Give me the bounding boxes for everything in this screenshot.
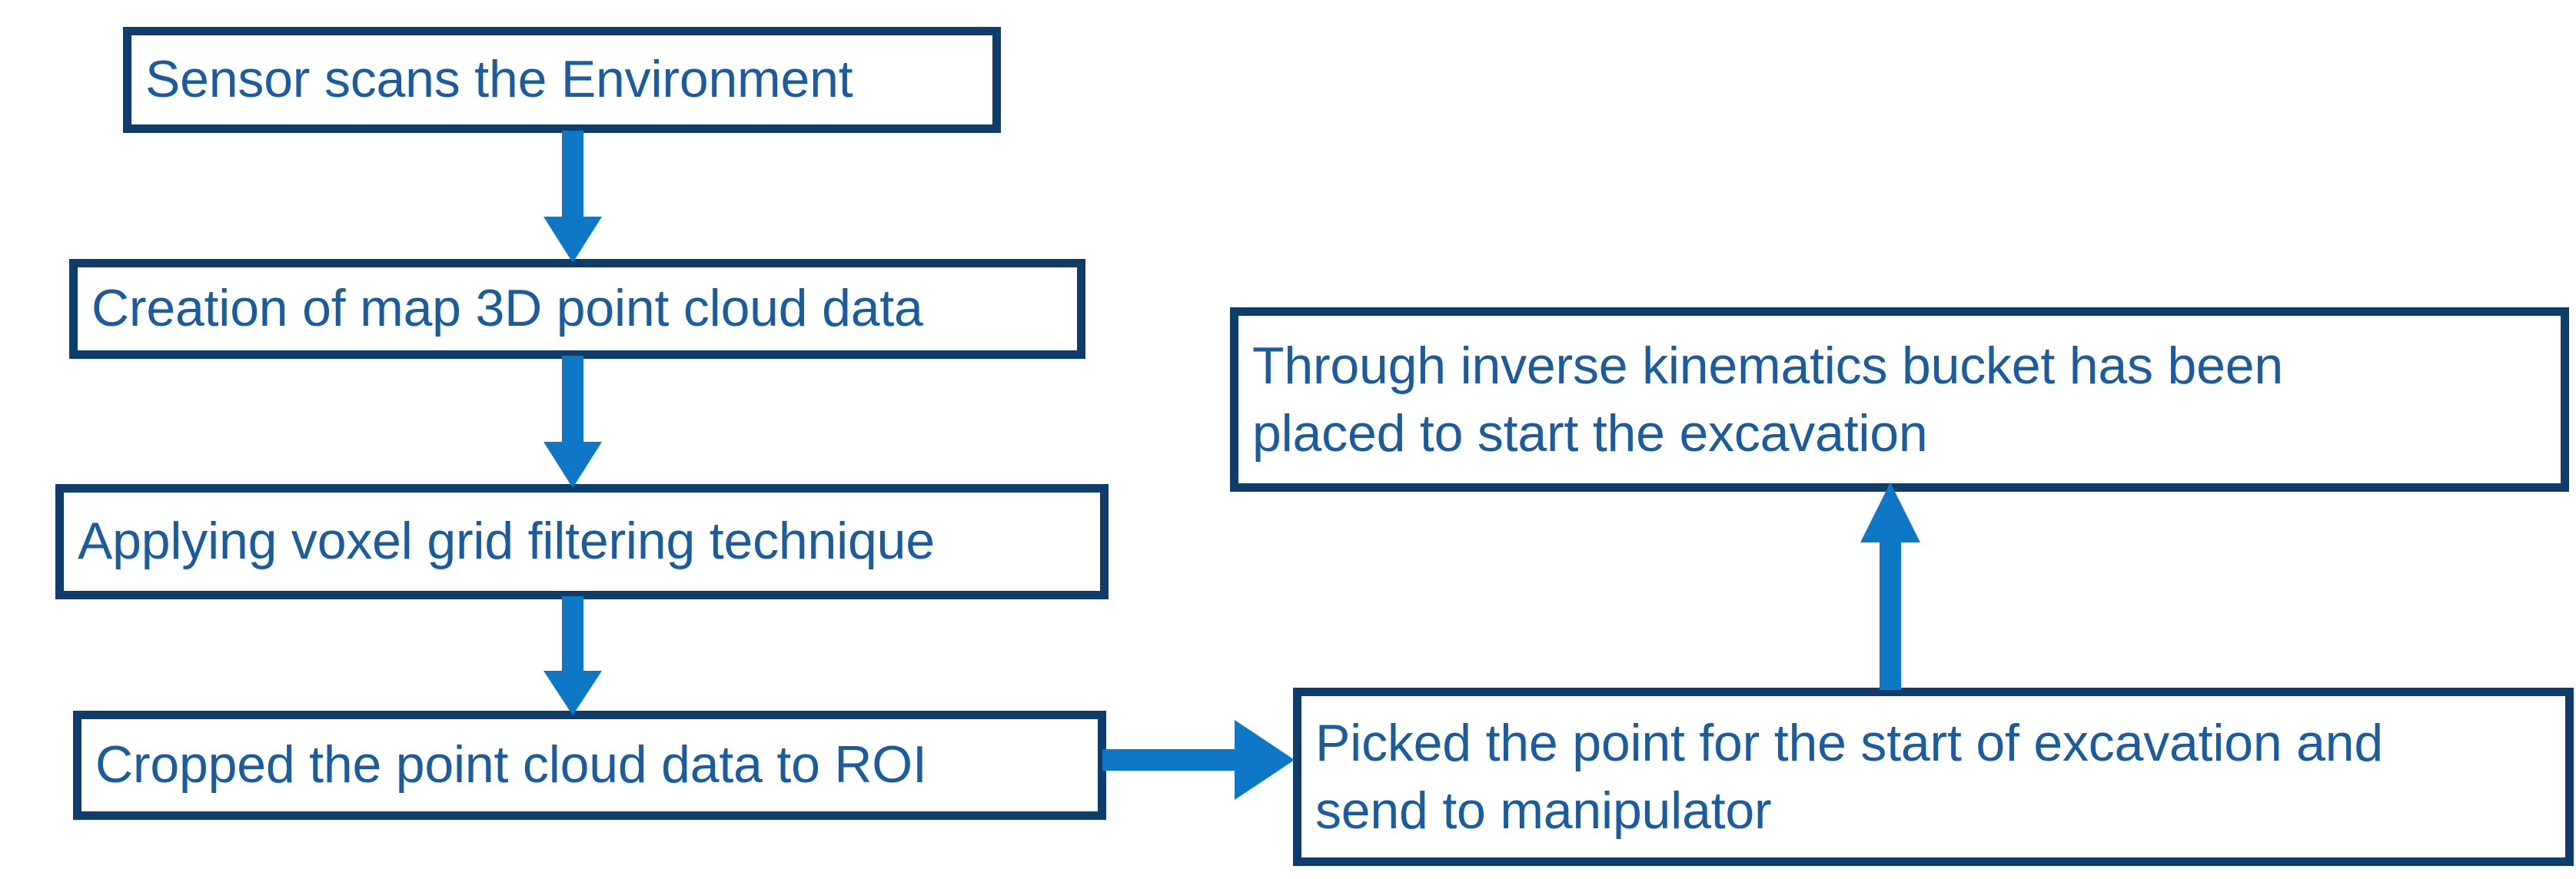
node-inverse-kinematics[interactable]: Through inverse kinematics bucket has be…: [1230, 307, 2569, 492]
node-map-creation[interactable]: Creation of map 3D point cloud data: [69, 259, 1085, 359]
node-pick-point-label: Picked the point for the start of excava…: [1315, 713, 2384, 840]
arrow-down-icon-scan-to-map: [543, 131, 602, 263]
arrow-up-icon-pick-to-ik: [1860, 483, 1920, 690]
node-sensor-scan[interactable]: Sensor scans the Environment: [123, 27, 1001, 133]
node-sensor-scan-label: Sensor scans the Environment: [145, 50, 853, 109]
node-voxel-filter-label: Applying voxel grid filtering technique: [78, 512, 935, 571]
arrow-right-icon-crop-to-pick: [1102, 720, 1295, 800]
arrow-down-icon-voxel-to-crop: [543, 596, 602, 715]
node-crop-roi-label: Cropped the point cloud data to ROI: [95, 735, 927, 794]
node-crop-roi[interactable]: Cropped the point cloud data to ROI: [73, 711, 1106, 820]
arrow-down-icon-map-to-voxel: [543, 356, 602, 488]
node-map-creation-label: Creation of map 3D point cloud data: [91, 279, 923, 338]
node-inverse-kinematics-label: Through inverse kinematics bucket has be…: [1252, 336, 2284, 463]
node-voxel-filter[interactable]: Applying voxel grid filtering technique: [55, 484, 1109, 599]
node-pick-point[interactable]: Picked the point for the start of excava…: [1293, 688, 2574, 866]
